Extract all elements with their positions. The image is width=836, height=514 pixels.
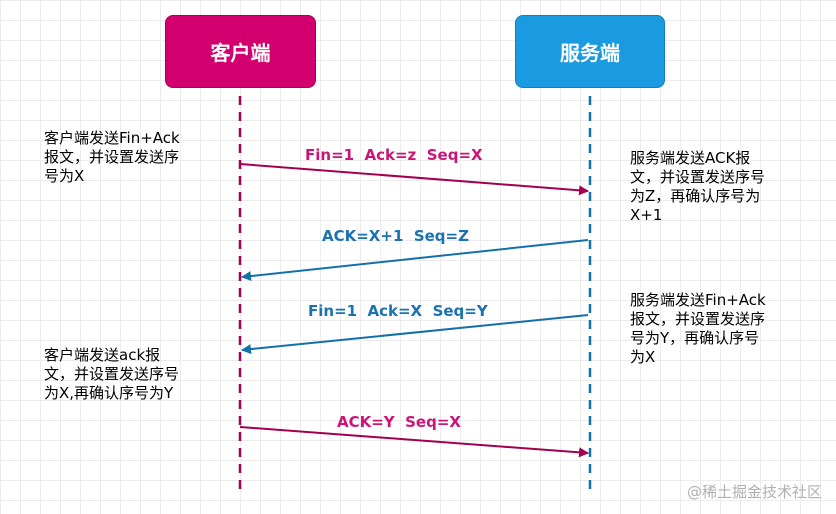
client-box: 客户端 [165, 15, 316, 88]
client-description-2: 客户端发送ack报 文，并设置发送序号 为X,再确认序号为Y [44, 346, 180, 402]
message-label-3: Fin=1 Ack=X Seq=Y [308, 302, 488, 320]
server-description-2: 服务端发送Fin+Ack 报文，并设置发送序 号为Y，再确认序号 为X [630, 291, 766, 366]
message-arrow-2 [241, 239, 589, 282]
watermark-text: @稀土掘金技术社区 [686, 483, 822, 501]
client-description-1: 客户端发送Fin+Ack 报文，并设置发送序 号为X [44, 129, 180, 185]
message-label-2: ACK=X+1 Seq=Z [322, 227, 469, 245]
message-label-1: Fin=1 Ack=z Seq=X [305, 146, 483, 164]
message-arrow-3 [241, 314, 589, 355]
message-arrow-4 [239, 426, 589, 458]
message-label-4: ACK=Y Seq=X [337, 413, 461, 431]
message-arrow-1 [239, 163, 589, 196]
server-box: 服务端 [515, 15, 665, 88]
client-label: 客户端 [210, 41, 271, 65]
server-description-1: 服务端发送ACK报 文，并设置发送序号 为Z，再确认序号为 X+1 [630, 149, 766, 224]
server-label: 服务端 [560, 41, 620, 65]
